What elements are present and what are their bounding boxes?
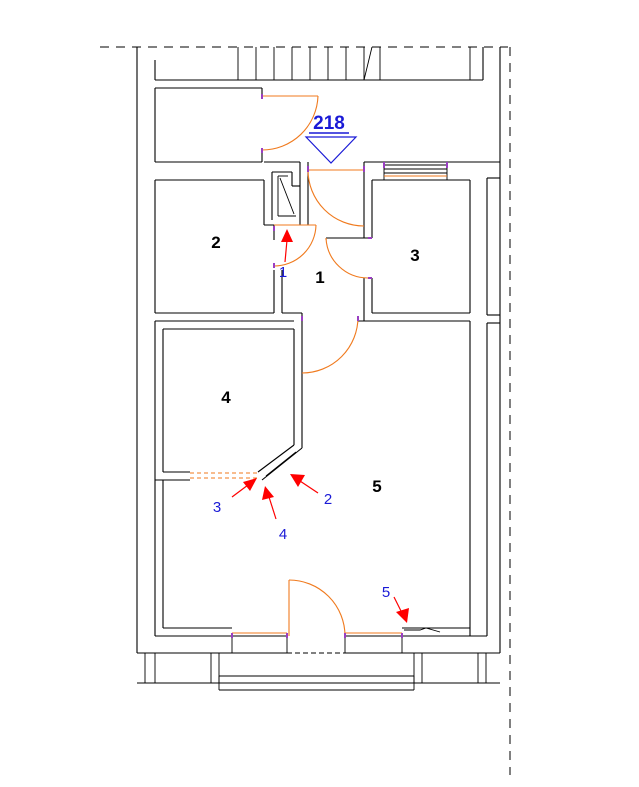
doors (190, 95, 447, 637)
view-marker-5: 5 (382, 584, 409, 623)
room-label-5: 5 (372, 477, 381, 496)
site-boundary (100, 46, 511, 775)
interior-walls (154, 87, 500, 654)
view-marker-label-2: 2 (324, 491, 332, 508)
view-markers: 1 2 3 4 5 (213, 229, 409, 623)
room-label-3: 3 (410, 246, 419, 265)
view-marker-1: 1 (279, 229, 293, 281)
view-marker-label-3: 3 (213, 499, 221, 516)
view-marker-3: 3 (213, 478, 257, 516)
view-marker-label-5: 5 (382, 584, 390, 601)
door-jambs (231, 94, 448, 638)
view-marker-label-4: 4 (279, 526, 287, 543)
plan-tag-label: 218 (313, 113, 345, 134)
view-marker-label-1: 1 (279, 264, 287, 281)
room-labels: 1 2 3 4 5 (211, 233, 419, 496)
exterior-walls (136, 46, 501, 691)
room-label-2: 2 (211, 233, 220, 252)
view-marker-4: 4 (262, 486, 287, 543)
room-label-1: 1 (315, 268, 324, 287)
view-marker-2: 2 (290, 474, 332, 508)
room-label-4: 4 (221, 388, 231, 407)
plan-tag: 218 (304, 113, 358, 164)
